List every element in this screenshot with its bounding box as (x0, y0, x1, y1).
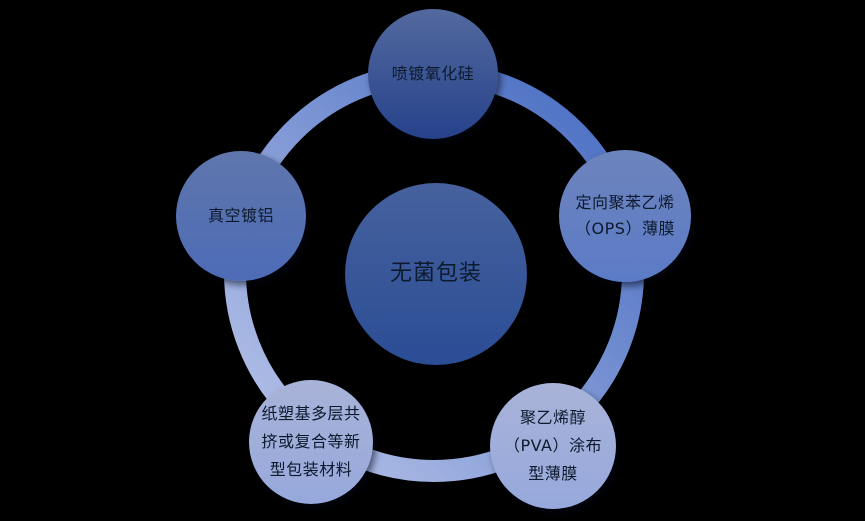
node-ops-film: 定向聚苯乙烯 （OPS）薄膜 (559, 150, 691, 282)
node-label-paper-plastic-multilayer: 纸塑基多层共 挤或复合等新 型包装材料 (261, 404, 361, 479)
node-vacuum-aluminizing: 真空镀铝 (176, 151, 306, 281)
node-label-sprayed-silicon-oxide: 喷镀氧化硅 (391, 64, 475, 83)
node-pva-coated-film: 聚乙烯醇 （PVA）涂布 型薄膜 (490, 383, 616, 509)
node-label-aseptic-packaging: 无菌包装 (389, 261, 482, 286)
node-aseptic-packaging: 无菌包装 (345, 183, 527, 365)
node-label-pva-coated-film: 聚乙烯醇 （PVA）涂布 型薄膜 (503, 408, 603, 483)
node-label-vacuum-aluminizing: 真空镀铝 (207, 206, 274, 225)
node-label-ops-film: 定向聚苯乙烯 （OPS）薄膜 (575, 193, 675, 238)
node-sprayed-silicon-oxide: 喷镀氧化硅 (368, 9, 498, 139)
node-paper-plastic-multilayer: 纸塑基多层共 挤或复合等新 型包装材料 (249, 380, 373, 504)
